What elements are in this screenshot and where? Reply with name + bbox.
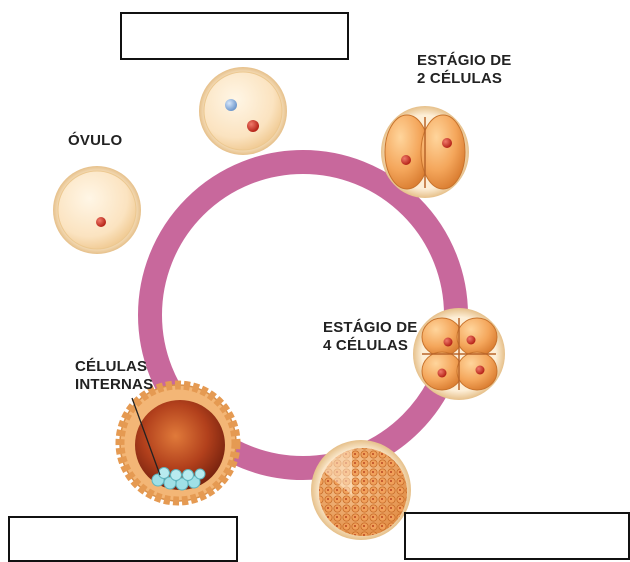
inner-cells-label: CÉLULAS INTERNAS xyxy=(75,358,153,394)
answer-box-bottom-left[interactable] xyxy=(8,516,238,562)
four-cell-nucleus-2 xyxy=(467,336,476,345)
two-cell-nucleus-left xyxy=(401,155,411,165)
answer-box-top[interactable] xyxy=(120,12,349,60)
egg-label-text: ÓVULO xyxy=(68,132,122,150)
egg-nucleus xyxy=(96,217,106,227)
four-cell-nucleus-1 xyxy=(444,338,453,347)
two-cell-label: ESTÁGIO DE 2 CÉLULAS xyxy=(417,52,512,88)
four-cell-embryo xyxy=(413,308,505,400)
inner-cells-label-line1: CÉLULAS xyxy=(75,358,153,376)
blastocyst xyxy=(120,385,236,501)
egg-cell xyxy=(53,166,141,254)
four-cell-nucleus-3 xyxy=(438,369,447,378)
four-cell-label-line1: ESTÁGIO DE xyxy=(323,319,418,337)
two-cell-label-line2: 2 CÉLULAS xyxy=(417,70,512,88)
egg-label: ÓVULO xyxy=(68,132,122,150)
inner-cells-label-line2: INTERNAS xyxy=(75,376,153,394)
four-cell-nucleus-4 xyxy=(476,366,485,375)
zygote-cell xyxy=(199,67,287,155)
four-cell-label-line2: 4 CÉLULAS xyxy=(323,337,418,355)
morula xyxy=(311,440,411,540)
two-cell-embryo xyxy=(381,106,469,198)
four-cell-label: ESTÁGIO DE 4 CÉLULAS xyxy=(323,319,418,355)
answer-box-bottom-right[interactable] xyxy=(404,512,630,560)
two-cell-label-line1: ESTÁGIO DE xyxy=(417,52,512,70)
two-cell-nucleus-right xyxy=(442,138,452,148)
sperm-pronucleus xyxy=(225,99,237,111)
egg-pronucleus xyxy=(247,120,259,132)
